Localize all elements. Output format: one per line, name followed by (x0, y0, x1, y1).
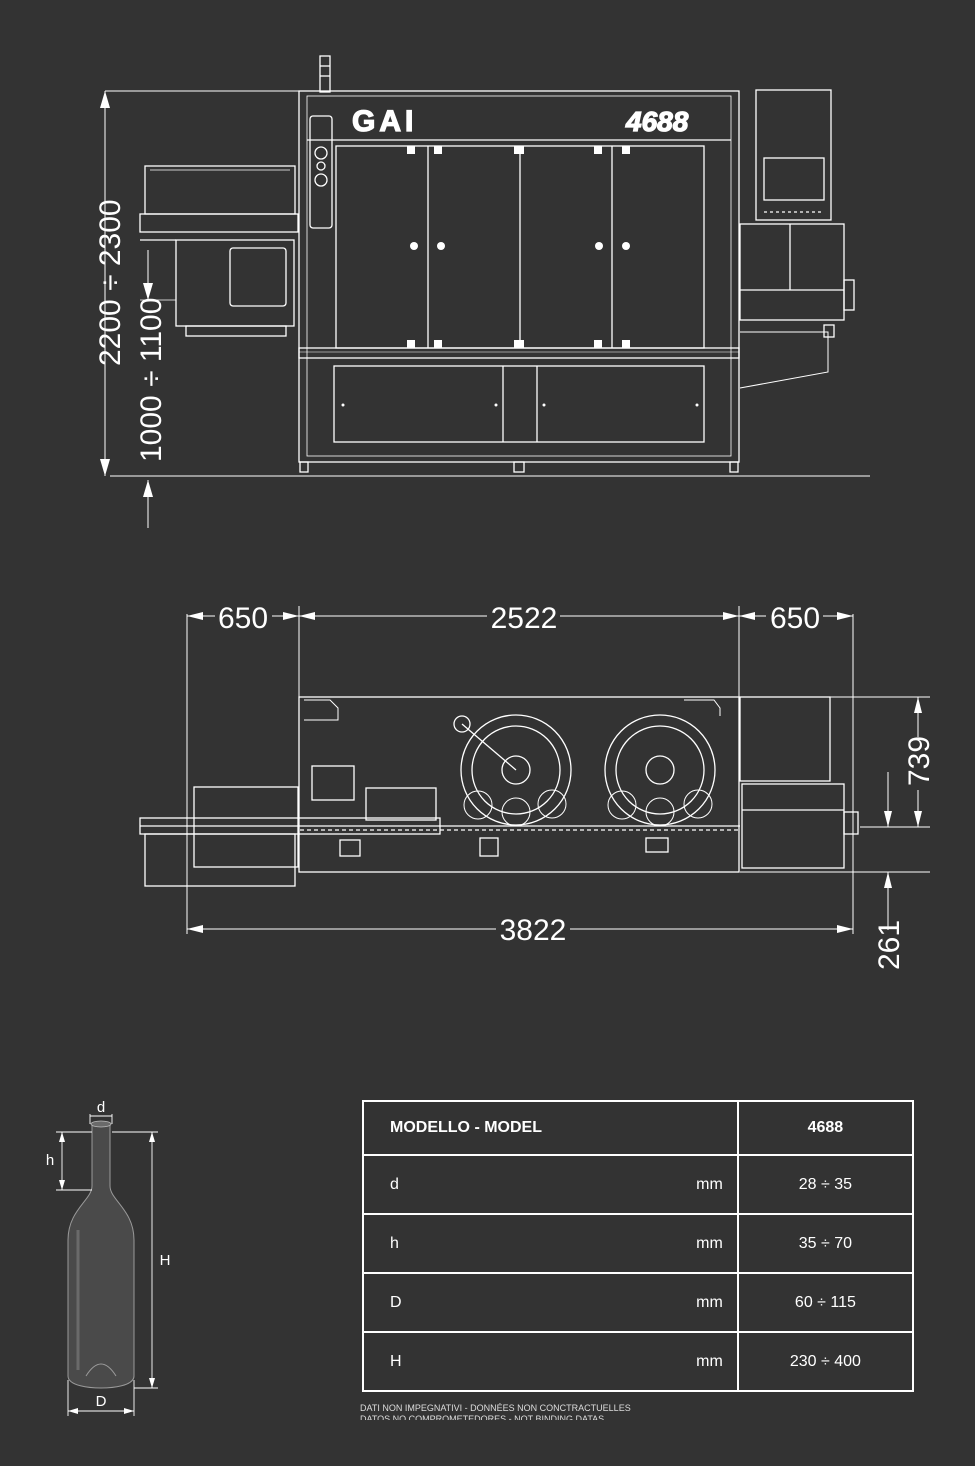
plan-dimension-lines (186, 606, 930, 934)
table-row: h mm 35 ÷ 70 (362, 1213, 915, 1274)
table-row: H mm 230 ÷ 400 (362, 1331, 915, 1392)
spec-row-label: D (362, 1272, 684, 1333)
spec-header-label: MODELLO - MODEL (362, 1100, 739, 1156)
spec-row-label: H (362, 1331, 684, 1392)
spec-row-unit: mm (683, 1331, 739, 1392)
bottle-label-H: H (160, 1252, 171, 1269)
spec-table-container: MODELLO - MODEL 4688 d mm 28 ÷ 35 h mm 3… (362, 1100, 915, 1392)
dim-right-label: 650 (770, 602, 820, 635)
dim-center-label: 2522 (491, 602, 558, 635)
spec-row-unit: mm (683, 1154, 739, 1215)
table-row: d mm 28 ÷ 35 (362, 1154, 915, 1215)
disclaimer: DATI NON IMPEGNATIVI - DONNÉES NON CONCT… (360, 1403, 631, 1420)
spec-row-value: 35 ÷ 70 (736, 1213, 915, 1274)
spec-table: MODELLO - MODEL 4688 d mm 28 ÷ 35 h mm 3… (362, 1100, 915, 1392)
spec-row-value: 230 ÷ 400 (736, 1331, 915, 1392)
plan-view (139, 696, 859, 887)
bottle-label-h: h (46, 1152, 54, 1169)
bottle-label-d: d (97, 1099, 105, 1116)
spec-row-value: 28 ÷ 35 (736, 1154, 915, 1215)
disclaimer-line-1: DATI NON IMPEGNATIVI - DONNÉES NON CONCT… (360, 1403, 631, 1413)
dim-total-label: 3822 (500, 914, 567, 947)
spec-row-label: h (362, 1213, 684, 1274)
spec-row-value: 60 ÷ 115 (736, 1272, 915, 1333)
table-row: D mm 60 ÷ 115 (362, 1272, 915, 1333)
disclaimer-line-2: DATOS NO COMPROMETEDORES - NOT BINDING D… (360, 1414, 605, 1420)
model-badge: 4688 (625, 106, 689, 137)
spec-header-value: 4688 (736, 1100, 915, 1156)
front-dimension-lines (100, 90, 299, 528)
dim-height-label: 2200 ÷ 2300 (94, 199, 127, 366)
dim-offset-label: 261 (873, 920, 906, 970)
spec-table-header-row: MODELLO - MODEL 4688 (362, 1100, 915, 1156)
dim-depth-label: 739 (903, 736, 936, 786)
spec-row-label: d (362, 1154, 684, 1215)
bottle-diagram (56, 1114, 158, 1416)
dim-working-height-label: 1000 ÷ 1100 (135, 298, 168, 462)
dim-left-label: 650 (218, 602, 268, 635)
bottle-label-D: D (96, 1393, 107, 1410)
spec-row-unit: mm (683, 1213, 739, 1274)
spec-row-unit: mm (683, 1272, 739, 1333)
front-elevation (110, 55, 870, 477)
brand-logo: GAI (352, 105, 417, 138)
